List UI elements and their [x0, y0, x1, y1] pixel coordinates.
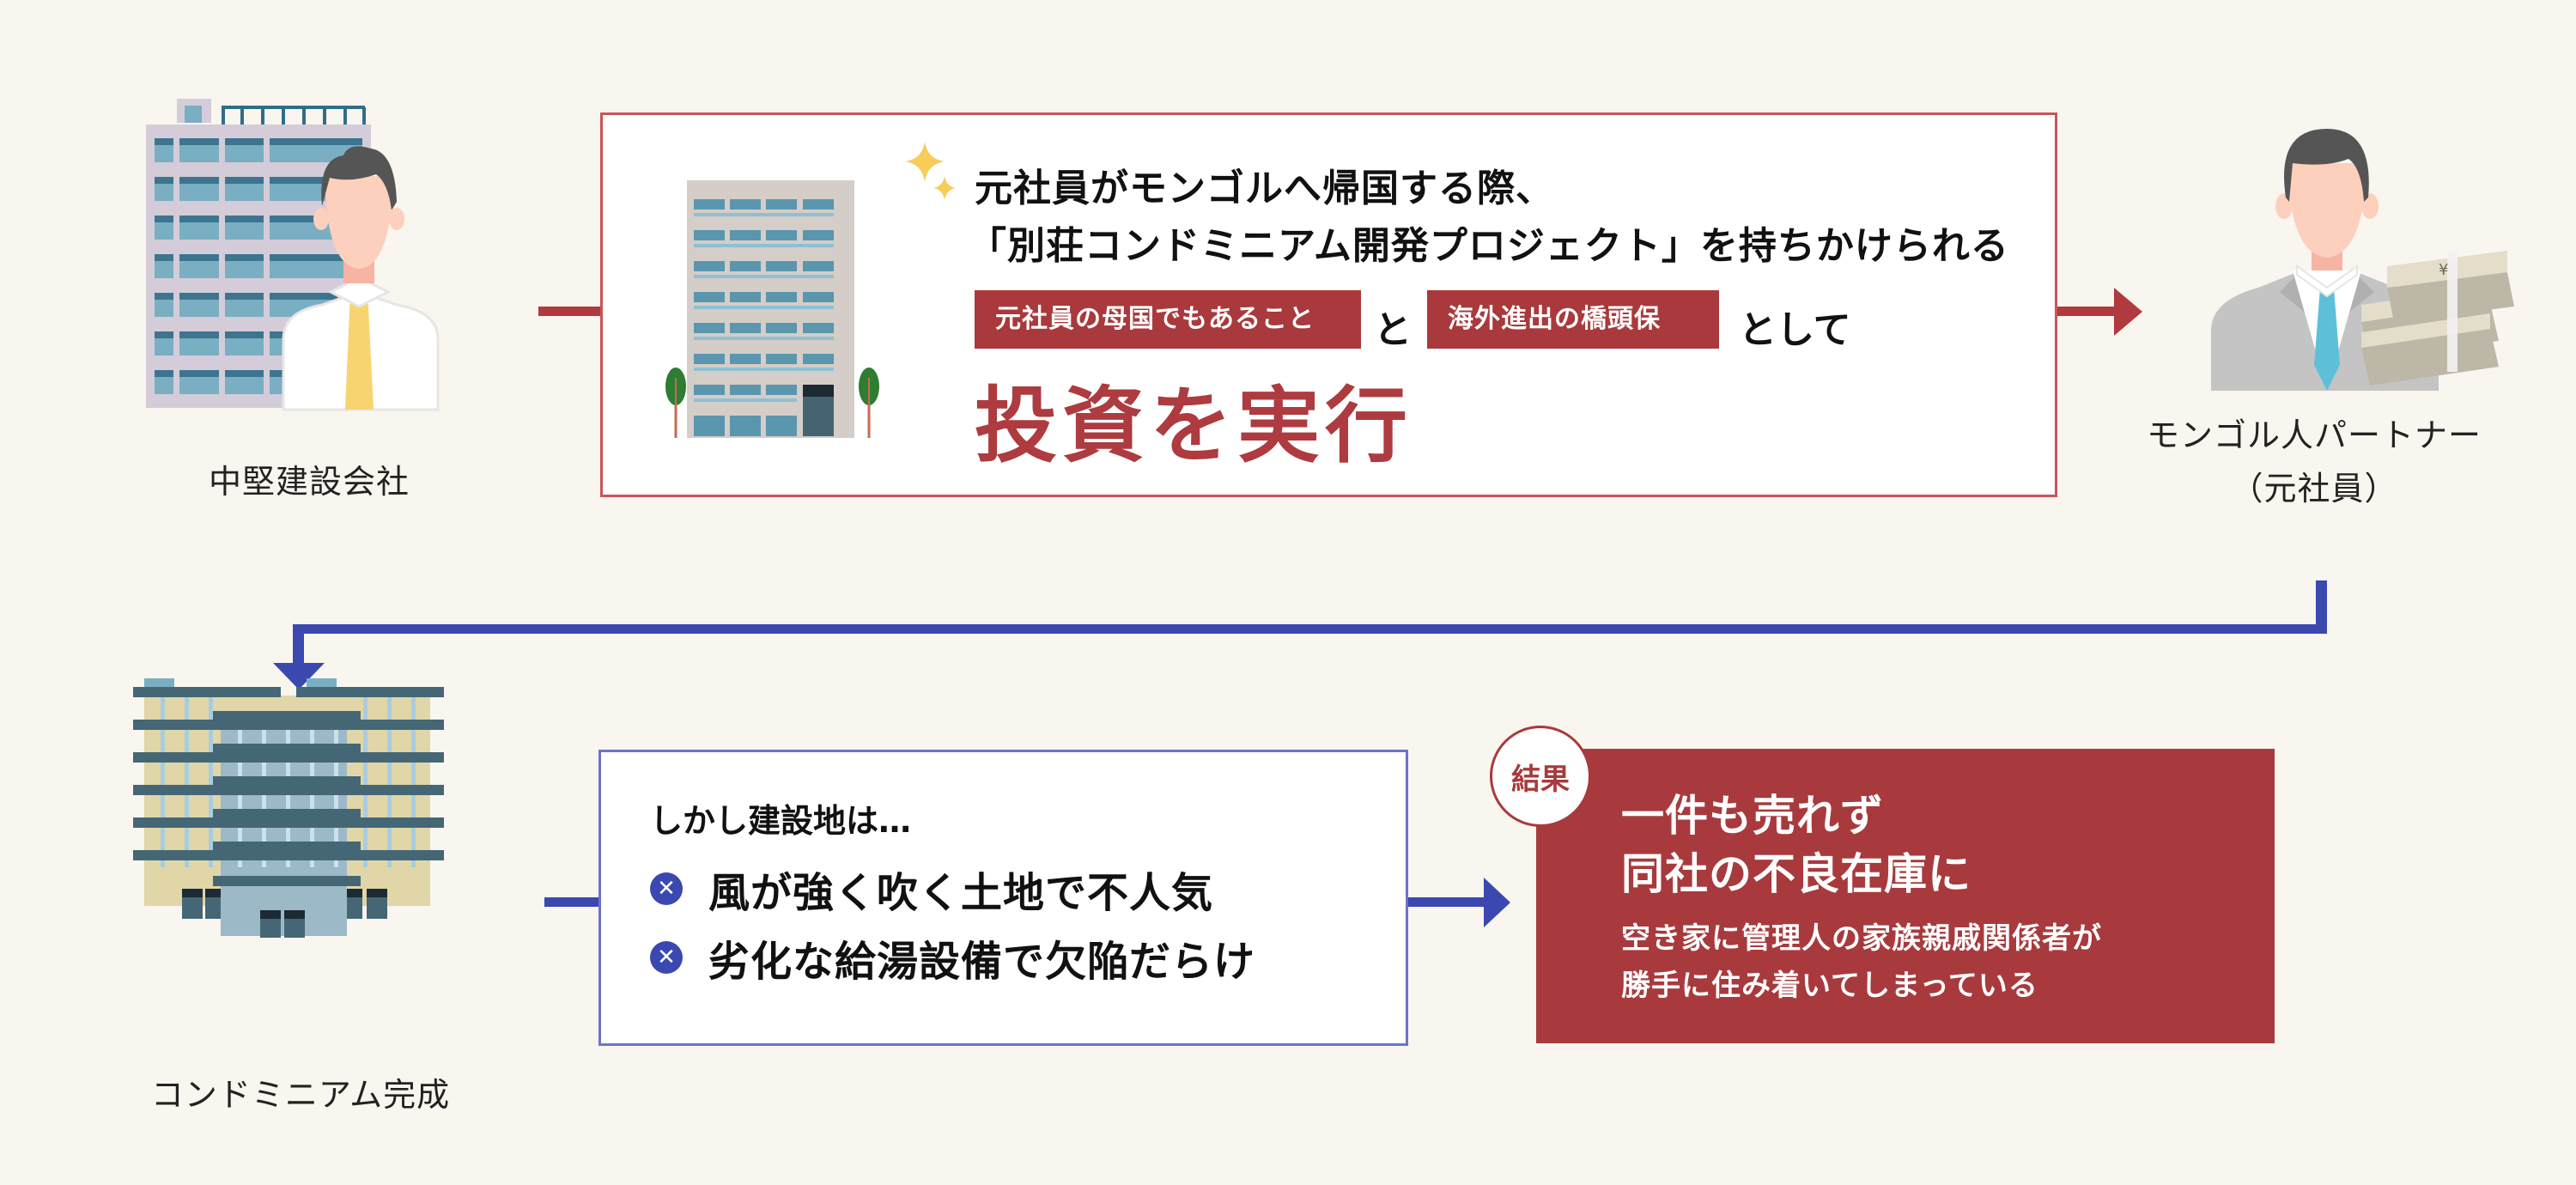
result-badge: 結果: [1490, 726, 1591, 827]
partner-label-line-2: （元社員）: [2230, 470, 2398, 507]
x-circle-icon: ✕: [650, 941, 683, 974]
result-headline-line-2: 同社の不良在庫に: [1621, 849, 1971, 899]
proposal-line-1: 元社員がモンゴルへ帰国する際、: [975, 167, 1554, 210]
connector-problem-to-result: [1408, 897, 1487, 907]
problem-item: ✕ 劣化な給湯設備で欠陥だらけ: [650, 932, 1255, 986]
company-label: 中堅建設会社: [208, 463, 410, 501]
svg-text:¥: ¥: [2439, 261, 2448, 279]
arrow-down-blue-icon: [273, 663, 325, 690]
invest-headline: 投資を実行: [975, 378, 1413, 474]
reason-tag-bridgehead: 海外進出の橋頭保: [1427, 290, 1719, 349]
connector-condo-down: [293, 624, 304, 667]
problem-item: ✕ 風が強く吹く土地で不人気: [650, 863, 1213, 917]
arrow-right-red-icon: [2114, 288, 2142, 336]
connector-company-to-proposal: [538, 307, 602, 316]
problem-intro: しかし建設地は…: [650, 802, 912, 840]
tag-suffix: として: [1739, 308, 1851, 352]
result-detail-line-1: 空き家に管理人の家族親戚関係者が: [1621, 921, 2102, 956]
result-detail-line-2: 勝手に住み着いてしまっている: [1621, 969, 2038, 1003]
problem-item-text: 劣化な給湯設備で欠陥だらけ: [708, 938, 1256, 986]
condominium-building-icon: [133, 678, 444, 938]
problem-box: [598, 750, 1408, 1046]
result-headline-line-1: 一件も売れず: [1621, 791, 1884, 841]
arrow-right-blue-icon: [1484, 878, 1510, 927]
connector-proposal-to-partner: [2057, 307, 2117, 316]
proposal-line-2: 「別荘コンドミニアム開発プロジェクト」を持ちかけられる: [969, 224, 2009, 268]
condo-label: コンドミニアム完成: [150, 1076, 451, 1114]
partner-businessman-money-icon: ¥: [2211, 129, 2514, 391]
company-building-businessman-icon: [146, 99, 440, 411]
result-box: [1536, 749, 2275, 1043]
connector-partner-to-condo: [293, 624, 2327, 634]
partner-label-line-1: モンゴル人パートナー: [2146, 416, 2482, 454]
x-circle-icon: ✕: [650, 872, 683, 905]
proposal-building-icon: [665, 142, 956, 438]
connector-partner-down: [2316, 580, 2327, 634]
tag-join-word: と: [1374, 308, 1412, 352]
reason-tag-homeland: 元社員の母国でもあること: [975, 290, 1361, 349]
connector-condo-to-problem: [544, 897, 600, 907]
problem-item-text: 風が強く吹く土地で不人気: [708, 869, 1214, 917]
